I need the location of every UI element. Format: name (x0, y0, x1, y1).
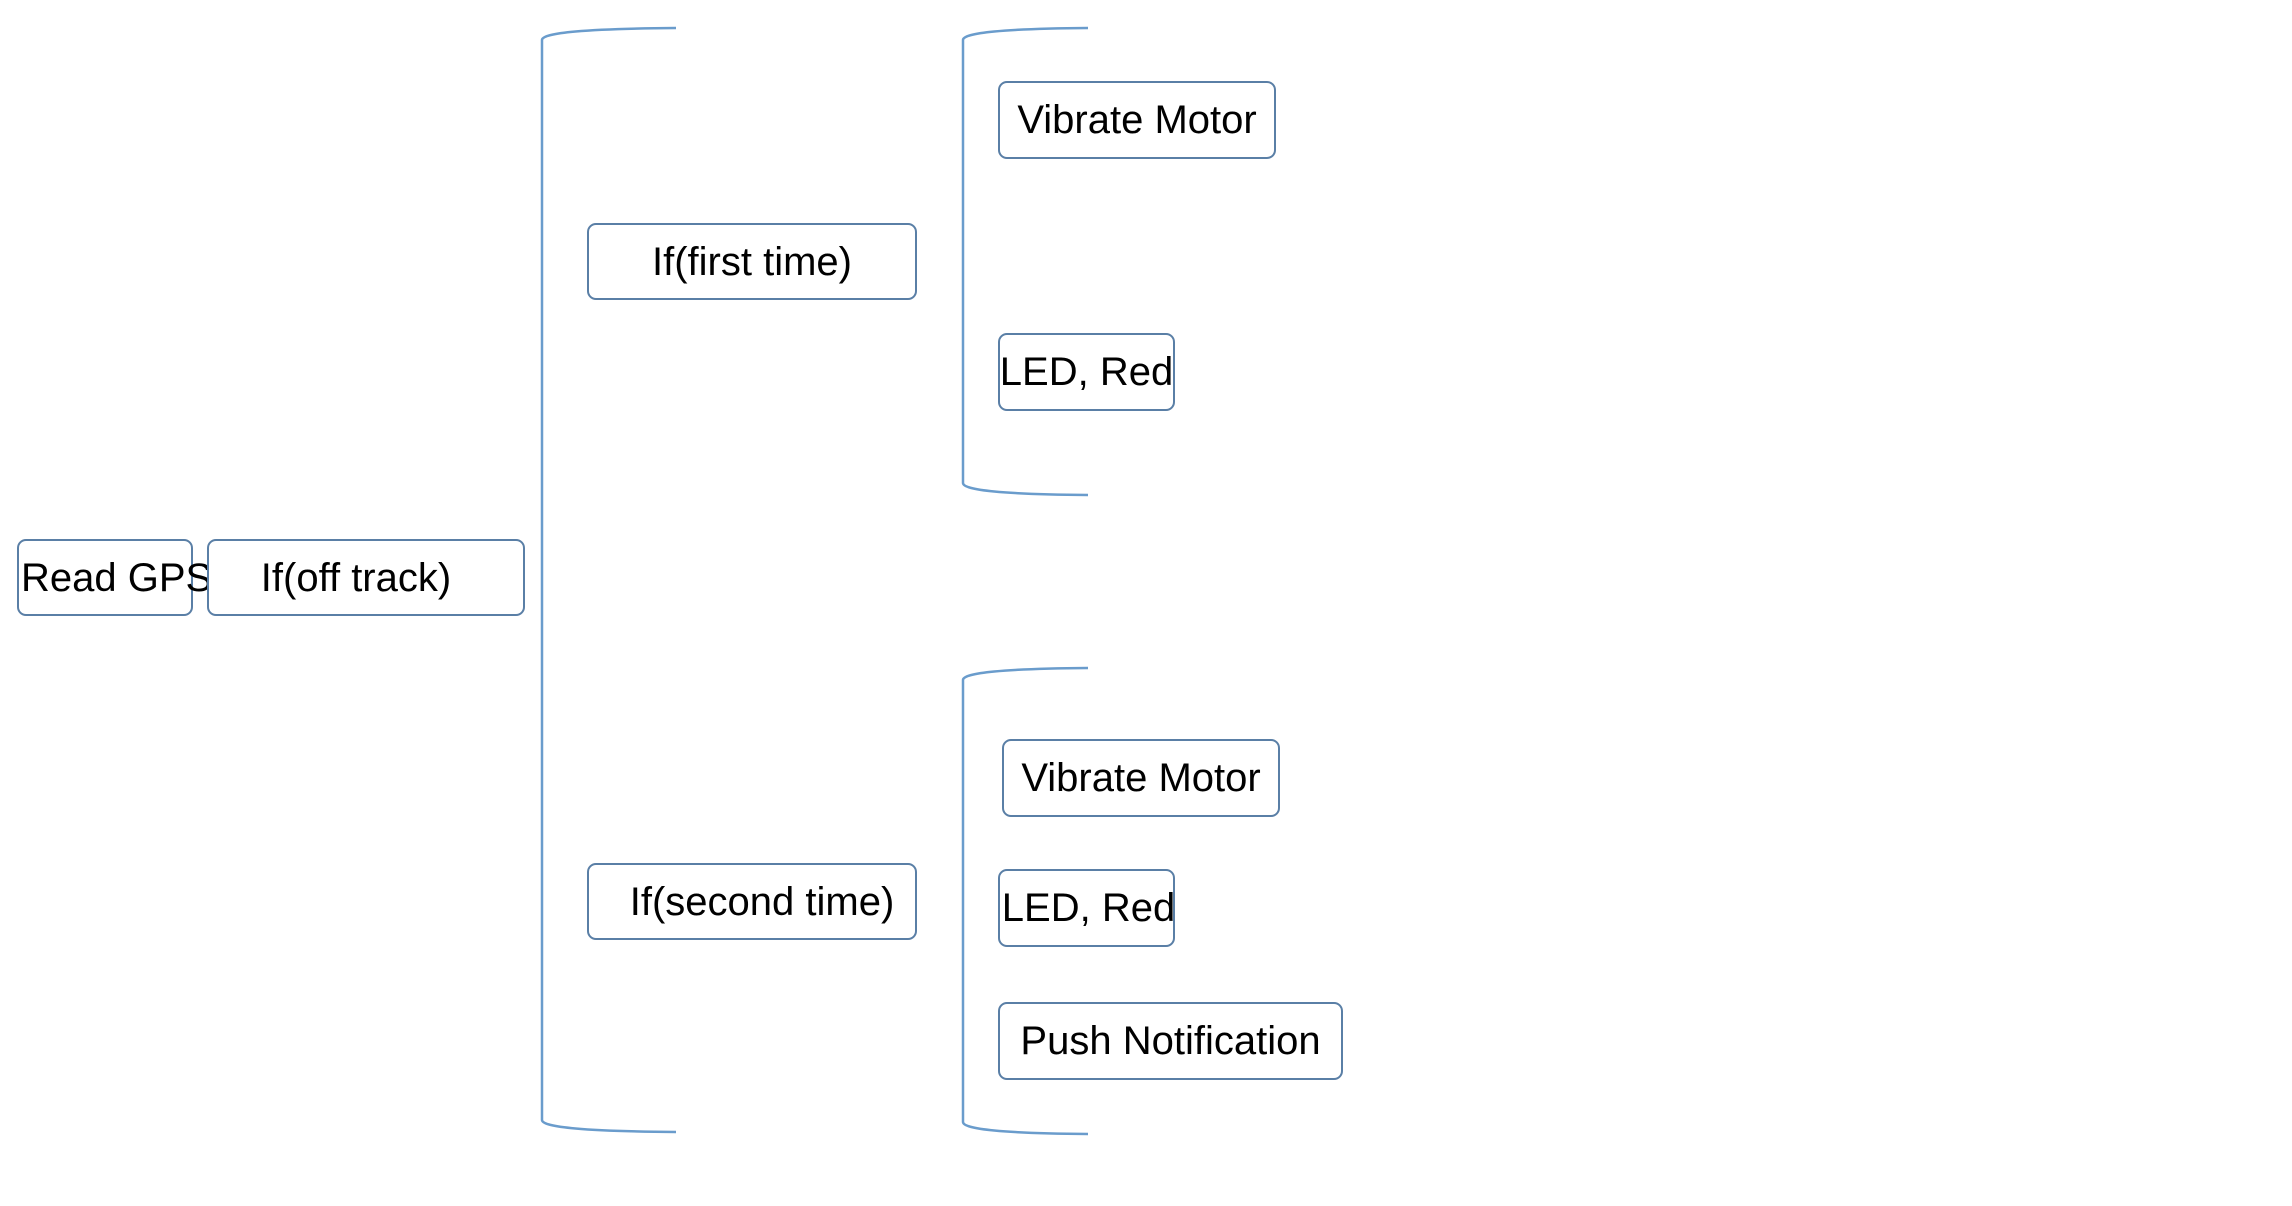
off-track-box: If(off track) (207, 539, 525, 616)
second-time-bracket (961, 666, 1089, 1136)
first-time-box: If(first time) (587, 223, 917, 300)
first-time-bracket (961, 26, 1089, 497)
off-track-bracket (540, 26, 677, 1134)
second-time-box: If(second time) (587, 863, 917, 940)
first-vibrate-motor-box: Vibrate Motor (998, 81, 1276, 159)
second-led-red-box: LED, Red (998, 869, 1175, 947)
read-gps-box: Read GPS (17, 539, 212, 616)
push-notification-box: Push Notification (998, 1002, 1343, 1080)
second-vibrate-motor-box: Vibrate Motor (1002, 739, 1280, 817)
first-led-red-box: LED, Red (998, 333, 1175, 411)
